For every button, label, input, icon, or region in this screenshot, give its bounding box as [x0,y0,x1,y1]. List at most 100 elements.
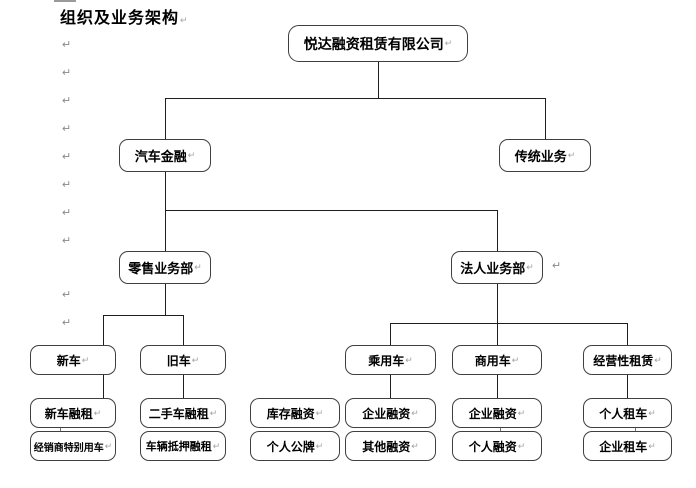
org-node-corporate-dept[interactable]: 法人业务部↵ [451,251,543,284]
org-node-company[interactable]: 悦达融资租赁有限公司↵ [288,25,468,62]
node-label: 个人租车 [599,406,648,421]
node-label: 企业融资 [468,406,517,421]
org-node-commercial-car[interactable]: 商用车↵ [452,345,542,375]
paragraph-mark: ↵ [209,407,218,418]
node-label: 新车 [56,353,81,368]
node-label: 库存融资 [266,406,315,421]
paragraph-mark: ↵ [180,15,189,25]
org-node-enterprise-car-rental[interactable]: 企业租车↵ [583,431,672,461]
node-label: 传统业务 [514,149,567,164]
paragraph-mark: ↵ [62,39,72,51]
node-label: 新车融租 [44,406,93,421]
paragraph-mark: ↵ [62,179,72,191]
paragraph-mark: ↵ [104,440,113,451]
connector-line [103,375,104,398]
paragraph-mark: ↵ [526,262,534,272]
connector-line [165,98,546,99]
org-node-enterprise-financing-2[interactable]: 企业融资↵ [452,398,542,428]
org-node-passenger-car[interactable]: 乘用车↵ [345,345,436,375]
paragraph-mark: ↵ [517,440,526,451]
org-node-used-car-lease[interactable]: 二手车融租↵ [140,398,226,428]
connector-line [635,428,636,431]
connector-line [103,315,184,316]
org-node-personal-car-rental[interactable]: 个人租车↵ [583,398,672,428]
connector-line [60,428,61,431]
connector-line [500,428,501,431]
org-node-dealer-special-vehicle[interactable]: 经销商特别用车↵ [30,431,116,461]
connector-line [183,375,184,398]
paragraph-mark: ↵ [81,354,90,365]
page-title-text: 组织及业务架构 [60,10,180,27]
org-node-vehicle-mortgage-lease[interactable]: 车辆抵押融租↵ [140,431,226,461]
connector-line [545,98,546,139]
connector-line [497,210,498,251]
paragraph-mark: ↵ [62,235,72,247]
org-node-other-financing[interactable]: 其他融资↵ [345,431,436,461]
connector-line [378,62,379,98]
org-node-enterprise-financing-1[interactable]: 企业融资↵ [345,398,436,428]
connector-line [627,323,628,345]
connector-line [390,323,391,345]
page-title: 组织及业务架构↵ [60,4,189,28]
paragraph-mark: ↵ [444,38,453,48]
connector-line [165,210,498,211]
paragraph-mark: ↵ [411,407,419,418]
node-label: 企业融资 [362,406,411,421]
connector-line [183,315,184,345]
connector-line [165,284,166,315]
connector-line [390,323,628,324]
paragraph-mark: ↵ [411,440,419,451]
node-label: 经销商特别用车 [33,442,104,454]
paragraph-mark: ↵ [552,260,562,272]
paragraph-mark: ↵ [93,407,102,418]
paragraph-mark: ↵ [212,440,221,451]
connector-line [497,323,498,345]
paragraph-mark: ↵ [315,407,324,418]
paragraph-mark: ↵ [62,151,72,163]
connector-line [497,284,498,323]
org-node-new-car[interactable]: 新车↵ [30,345,116,375]
node-label: 车辆抵押融租 [145,441,212,453]
node-label: 二手车融租 [148,406,209,421]
node-label: 个人公牌 [266,439,315,454]
paragraph-mark: ↵ [191,354,200,365]
connector-line [165,98,166,139]
connector-line [103,315,104,345]
paragraph-mark: ↵ [62,317,72,329]
paragraph-mark: ↵ [62,67,72,79]
org-node-auto-finance[interactable]: 汽车金融↵ [119,139,211,172]
paragraph-mark: ↵ [567,150,576,160]
paragraph-mark: ↵ [62,123,72,135]
org-node-operating-lease[interactable]: 经营性租赁↵ [583,345,672,375]
org-node-used-car[interactable]: 旧车↵ [140,345,226,375]
paragraph-mark: ↵ [405,354,413,365]
paragraph-mark: ↵ [62,289,72,301]
paragraph-mark: ↵ [315,440,324,451]
paragraph-mark: ↵ [187,150,196,160]
connector-line [390,375,391,398]
node-label: 个人融资 [468,439,517,454]
node-label: 零售业务部 [128,261,194,276]
paragraph-mark: ↵ [62,95,72,107]
connector-line [165,172,166,251]
node-label: 企业租车 [599,439,648,454]
org-node-inventory-financing[interactable]: 库存融资↵ [250,398,340,428]
org-node-personal-public-plate[interactable]: 个人公牌↵ [250,431,340,461]
paragraph-mark: ↵ [517,407,526,418]
connector-line [627,375,628,398]
org-node-retail-dept[interactable]: 零售业务部↵ [119,251,211,284]
node-label: 商用车 [474,353,511,368]
node-label: 经营性租赁 [593,353,654,368]
cursor-tick [54,0,76,2]
paragraph-mark: ↵ [194,262,202,272]
node-label: 法人业务部 [460,261,526,276]
node-label: 旧车 [166,353,191,368]
org-node-personal-financing[interactable]: 个人融资↵ [452,431,542,461]
org-node-traditional-business[interactable]: 传统业务↵ [499,139,591,172]
paragraph-mark: ↵ [654,354,662,365]
org-node-new-car-lease[interactable]: 新车融租↵ [30,398,116,428]
paragraph-mark: ↵ [62,207,72,219]
node-label: 悦达融资租赁有限公司 [303,35,444,52]
node-label: 其他融资 [362,439,411,454]
